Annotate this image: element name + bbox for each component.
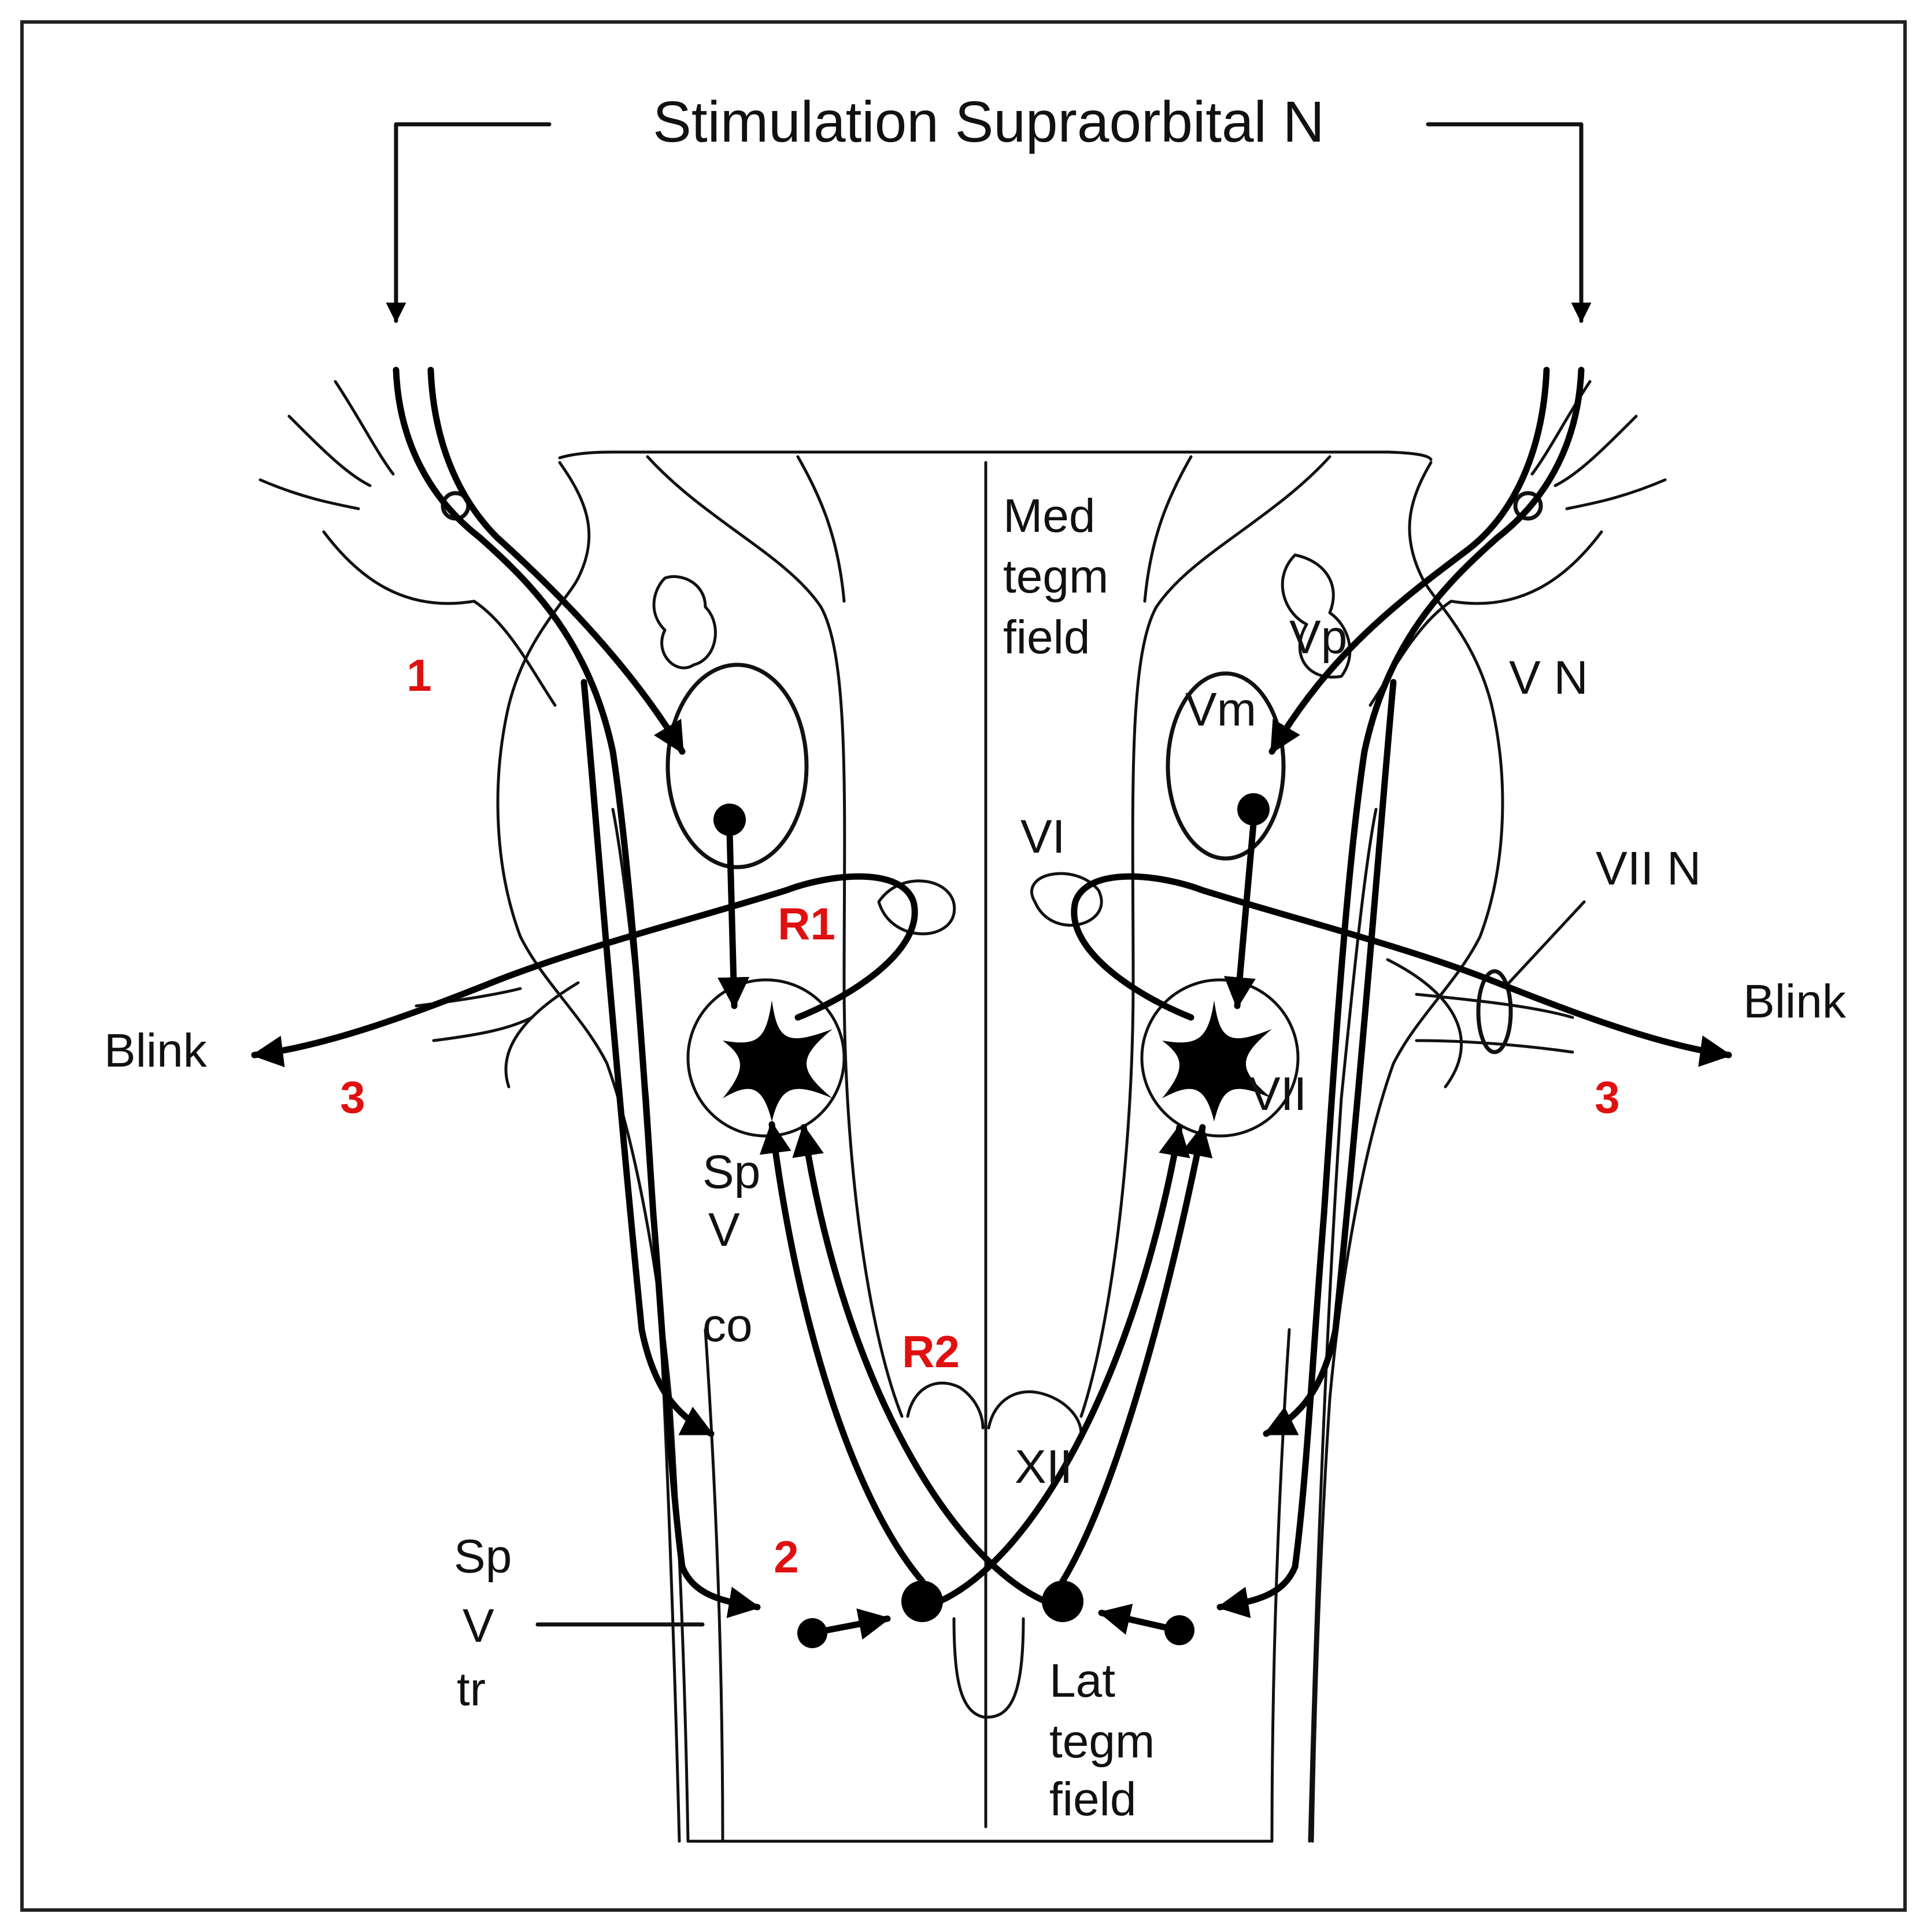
sp-v-tr-line-3: tr: [457, 1663, 486, 1716]
step-markers: 1 2 3 3 R1 R2: [340, 650, 1619, 1582]
marker-r2: R2: [902, 1326, 960, 1377]
lat-tegm-field-line-3: field: [1049, 1773, 1136, 1826]
marker-r1: R1: [778, 898, 835, 949]
blink-left-label: Blink: [104, 1024, 208, 1077]
stimulation-bracket-right: [1426, 122, 1592, 323]
marker-3-right: 3: [1595, 1072, 1619, 1123]
vp-label: Vp: [1289, 611, 1347, 664]
lat-tegm-field-line-2: tegm: [1049, 1715, 1155, 1768]
vm-label: Vm: [1185, 683, 1256, 736]
sp-v-tr-line-1: Sp: [454, 1530, 512, 1583]
diagram-title: Stimulation Supraorbital N: [653, 90, 1325, 154]
med-tegm-field-line-2: tegm: [1003, 550, 1108, 603]
vi-label: VI: [1020, 810, 1065, 863]
vm-nucleus: [1166, 671, 1286, 861]
labels: Stimulation Supraorbital N Med tegm fiel…: [104, 90, 1847, 1826]
marker-2: 2: [774, 1531, 798, 1582]
stimulation-bracket-left: [386, 122, 552, 323]
marker-1: 1: [406, 650, 431, 701]
right-vii-nucleus: [1140, 978, 1300, 1138]
med-tegm-field-line-1: Med: [1003, 490, 1096, 542]
xii-label: XII: [1015, 1441, 1072, 1493]
left-sensory-nucleus: [665, 662, 809, 869]
reflex-pathways: [251, 122, 1732, 1648]
marker-3-left: 3: [340, 1072, 365, 1123]
med-tegm-field-line-3: field: [1003, 611, 1090, 664]
blink-right-label: Blink: [1743, 975, 1847, 1028]
nerve-roots: [258, 380, 1667, 1054]
left-motor-neuron: [723, 1000, 833, 1122]
nuclei: [665, 662, 1300, 1138]
v-nerve-label: V N: [1509, 652, 1588, 704]
vii-nerve-label: VII N: [1596, 842, 1701, 895]
vii-label: VII: [1249, 1068, 1307, 1120]
right-motor-neuron: [1162, 1000, 1272, 1122]
sp-v-co-line-2: V: [708, 1204, 740, 1256]
figure-frame: [20, 20, 1907, 1912]
sp-v-tr-line-2: V: [463, 1600, 494, 1652]
sp-v-co-line-3: co: [702, 1299, 753, 1352]
sp-v-co-line-1: Sp: [702, 1146, 760, 1198]
lat-tegm-field-line-1: Lat: [1049, 1655, 1115, 1707]
